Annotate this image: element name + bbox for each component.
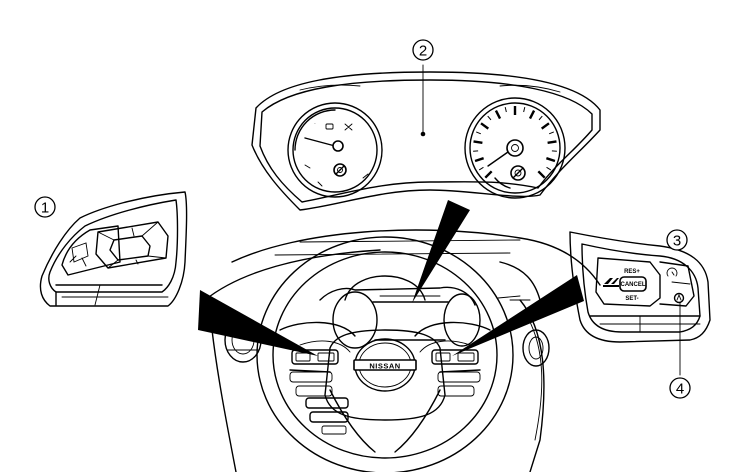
left-switch-detail — [39, 191, 188, 307]
gauge-tick — [474, 157, 484, 163]
lane-assist-icon — [604, 278, 619, 284]
lower-spoke-switches — [305, 397, 349, 435]
left-gauge: · — [287, 102, 383, 198]
pointer-wedges — [198, 200, 584, 356]
gauge-tick — [504, 107, 507, 113]
right-spoke-switches — [431, 349, 481, 397]
steering-wheel — [256, 236, 514, 472]
gauge-tick — [537, 170, 546, 179]
dashboard-outline — [204, 229, 601, 472]
right-switch-detail: RES+ CANCEL SET- — [569, 231, 711, 343]
gauge-tick — [538, 115, 543, 121]
gauge-tick — [478, 166, 484, 171]
cancel-label: CANCEL — [621, 282, 646, 288]
propilot-button — [673, 292, 685, 304]
set-minus-label: SET- — [625, 296, 638, 302]
left-d-pad — [95, 221, 169, 269]
wedge-left — [198, 290, 318, 356]
speed-limiter-icon — [666, 267, 678, 277]
res-plus-label: RES+ — [624, 269, 640, 275]
instrument-cluster: · — [251, 71, 601, 211]
gauge-tick — [487, 115, 492, 121]
wedge-right — [452, 275, 584, 356]
callout-3-number: 3 — [673, 233, 681, 250]
callout-1-number: 1 — [41, 200, 49, 217]
gauge-tick — [548, 131, 554, 135]
gauge-tick — [523, 107, 526, 113]
gauge-tick — [547, 140, 557, 145]
svg-text:·: · — [314, 121, 316, 127]
gauge-tick — [484, 170, 493, 179]
right-gauge-ticks — [473, 106, 557, 179]
gauge-tick — [546, 157, 556, 163]
right-gauge — [464, 97, 566, 199]
callout-1: 1 — [34, 196, 56, 218]
gauge-tick — [476, 131, 482, 135]
left-spoke-switches — [289, 349, 339, 397]
callout-2-number: 2 — [419, 43, 427, 60]
cluster-through-wheel — [319, 286, 481, 349]
callout-4-number: 4 — [676, 381, 684, 398]
cluster-center-dot — [420, 131, 426, 137]
gauge-tick — [473, 140, 483, 145]
callout-3: 3 — [666, 229, 688, 251]
callout-2: 2 — [412, 39, 434, 61]
gauge-tick — [528, 110, 536, 120]
cruise-control-pad: RES+ CANCEL SET- — [595, 257, 661, 307]
left-gauge-tick-1: · — [314, 121, 316, 127]
gauge-tick — [546, 166, 552, 171]
gauge-tick — [540, 122, 550, 130]
right-air-vent — [522, 329, 550, 367]
nissan-badge-text: NISSAN — [369, 362, 400, 371]
steering-hub: NISSAN — [289, 329, 481, 421]
gauge-tick — [480, 122, 490, 130]
wedge-center — [412, 200, 470, 303]
callout-4: 4 — [669, 377, 691, 399]
gauge-tick — [494, 110, 502, 120]
